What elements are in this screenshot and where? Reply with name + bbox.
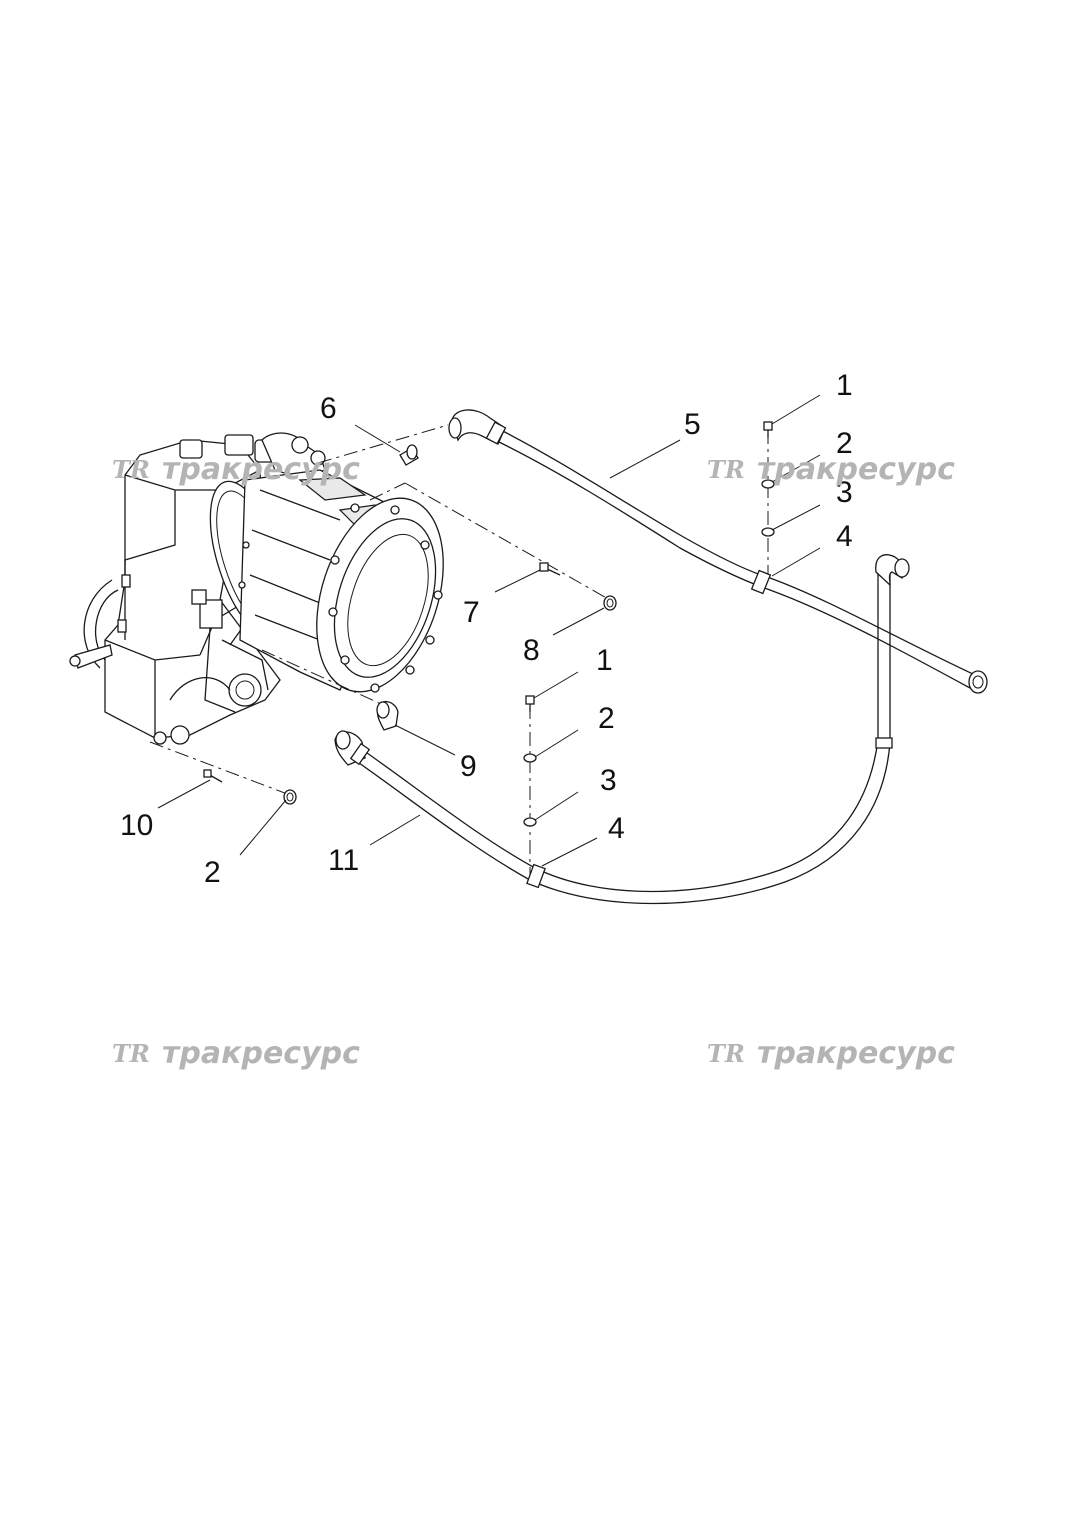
watermark-text: тракресурс <box>757 452 955 487</box>
watermark-logo: TR <box>112 1039 150 1068</box>
callout-3-upper: 3 <box>836 476 853 509</box>
bell-housing <box>209 469 444 693</box>
callout-7: 7 <box>463 596 480 629</box>
watermark-bottom-right: TR тракресурс <box>707 1036 955 1071</box>
callout-10: 10 <box>120 809 153 842</box>
watermark-text: тракресурс <box>162 1036 360 1071</box>
watermark-top-right: TR тракресурс <box>707 452 955 487</box>
callout-4-upper: 4 <box>836 520 853 553</box>
assembly-lines <box>149 424 769 880</box>
callout-5: 5 <box>684 408 701 441</box>
watermark-text: тракресурс <box>757 1036 955 1071</box>
watermark-top-left: TR тракресурс <box>112 452 360 487</box>
callout-1-upper: 1 <box>836 369 853 402</box>
watermark-logo: TR <box>112 455 150 484</box>
leader-lines <box>157 394 821 867</box>
callout-6: 6 <box>320 392 337 425</box>
callout-2-bottom: 2 <box>204 856 221 889</box>
callout-9: 9 <box>460 750 477 783</box>
small-parts <box>203 421 775 827</box>
callout-3-lower: 3 <box>600 764 617 797</box>
callout-11: 11 <box>328 844 359 877</box>
callout-4-lower: 4 <box>608 812 625 845</box>
callout-labels: 1 2 3 4 5 6 7 8 1 2 3 4 9 10 2 11 <box>120 369 853 889</box>
callout-2-upper: 2 <box>836 427 853 460</box>
watermark-text: тракресурс <box>162 452 360 487</box>
watermark-logo: TR <box>707 455 745 484</box>
lower-hose <box>334 554 910 905</box>
callout-8: 8 <box>523 634 540 667</box>
watermark-logo: TR <box>707 1039 745 1068</box>
callout-2-lower: 2 <box>598 702 615 735</box>
watermark-bottom-left: TR тракресурс <box>112 1036 360 1071</box>
callout-1-lower: 1 <box>596 644 613 677</box>
